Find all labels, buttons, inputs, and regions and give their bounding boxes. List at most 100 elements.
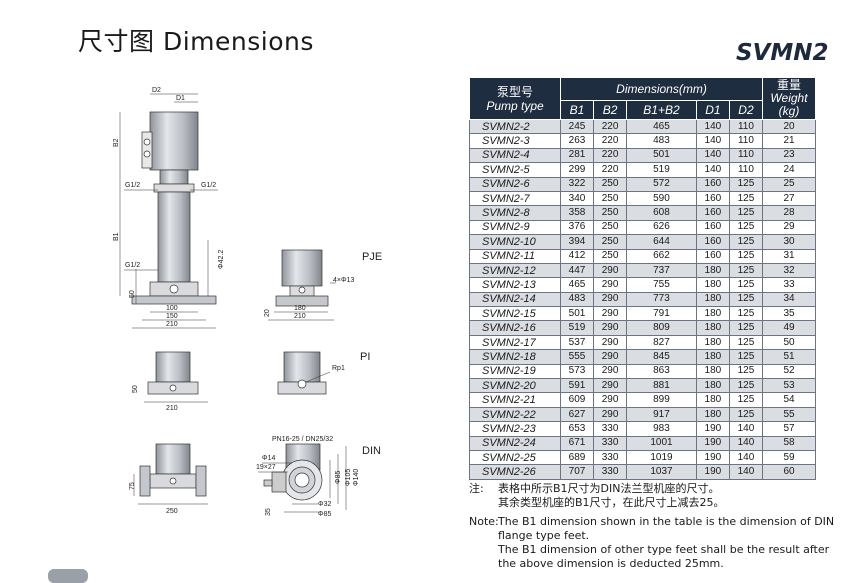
cell-b1b2: 1019 [626,449,697,466]
cell-b2: 330 [593,449,628,466]
dim-phi85-h: Φ85 [318,511,331,518]
cell-d2: 125 [728,277,764,293]
cell-d2: 125 [728,392,764,408]
cell-d2: 125 [728,378,764,394]
cell-b2: 250 [593,176,628,192]
dim-phi105: Φ105 [345,469,352,486]
cell-w: 29 [762,219,816,236]
dim-phi32: Φ32 [318,501,331,508]
dim-50b: 50 [132,385,139,393]
cell-b2: 290 [593,277,628,293]
cell-model: SVMN2-17 [469,334,561,351]
cell-b1: 609 [559,392,595,408]
cell-d2: 110 [728,133,764,149]
cell-w: 58 [762,435,816,451]
cell-model: SVMN2-10 [469,234,561,250]
cell-d1: 180 [695,291,730,308]
label-holes: 4×Φ13 [333,277,354,284]
cell-model: SVMN2-9 [469,219,561,236]
cell-d2: 110 [728,162,764,178]
dim-phi140: Φ140 [353,469,360,486]
header-dimensions: Dimensions(mm) [560,77,763,101]
cell-w: 30 [762,234,816,250]
cell-model: SVMN2-11 [469,248,561,264]
cell-d1: 180 [695,349,730,365]
cell-b1: 707 [559,464,595,480]
label-pn: PN16-25 / DN25/32 [272,436,333,443]
cell-b1b2: 809 [626,320,697,336]
dim-b2: B2 [113,138,120,147]
cell-w: 20 [762,118,816,135]
cell-b1b2: 827 [626,334,697,351]
cell-b1b2: 662 [626,248,697,264]
cell-d2: 110 [728,147,764,164]
label-pi: PI [360,351,370,363]
dim-phi14: Φ14 [262,455,275,462]
cell-d1: 160 [695,248,730,264]
cell-d2: 125 [728,219,764,236]
cell-b1b2: 773 [626,291,697,308]
cell-b1b2: 626 [626,219,697,236]
cell-b1: 591 [559,378,595,394]
cell-b1: 555 [559,349,595,365]
cell-w: 51 [762,349,816,365]
cell-d2: 140 [728,435,764,451]
header-b1: B1 [559,100,595,120]
cell-d2: 125 [728,406,764,423]
cell-b1: 519 [559,320,595,336]
cell-d2: 125 [728,205,764,221]
model-name: SVMN2 [736,40,829,66]
cell-model: SVMN2-2 [469,118,561,135]
dim-100: 100 [166,305,178,312]
cell-b2: 250 [593,219,628,236]
cell-model: SVMN2-20 [469,378,561,394]
cell-d2: 110 [728,118,764,135]
dim-phi42: Φ42.2 [218,250,225,269]
cell-b1: 501 [559,306,595,322]
cell-b1b2: 863 [626,363,697,380]
side-view [144,351,208,403]
cell-b1: 465 [559,277,595,293]
header-d1: D1 [695,100,730,120]
cell-model: SVMN2-18 [469,349,561,365]
cell-d1: 160 [695,205,730,221]
cell-b2: 290 [593,392,628,408]
cell-b1: 671 [559,435,595,451]
cell-b2: 290 [593,320,628,336]
cell-model: SVMN2-5 [469,162,561,178]
cell-d1: 140 [695,118,730,135]
dim-20: 20 [264,309,271,317]
cell-b1: 263 [559,133,595,149]
cell-b1: 573 [559,363,595,380]
cell-model: SVMN2-23 [469,421,561,437]
dim-150: 150 [166,313,178,320]
page-tab-decoration [48,569,88,583]
cell-d2: 125 [728,262,764,279]
cell-d2: 140 [728,449,764,466]
cell-d2: 125 [728,349,764,365]
note-cn-line1: 表格中所示B1尺寸为DIN法兰型机座的尺寸。 [498,482,720,495]
cell-b1: 653 [559,421,595,437]
cell-w: 60 [762,464,816,480]
header-pump-en: Pump type [486,98,544,113]
cell-d1: 190 [695,449,730,466]
cell-b2: 250 [593,248,628,264]
cell-w: 49 [762,320,816,336]
cell-model: SVMN2-26 [469,464,561,480]
cell-b2: 330 [593,435,628,451]
cell-d1: 140 [695,147,730,164]
cell-d1: 180 [695,320,730,336]
dimension-drawing: D2 D1 B2 B1 G1/2 G1/2 G1/2 Φ42.2 50 100 … [113,87,382,518]
header-d2: D2 [728,100,764,120]
label-g2: G1/2 [201,182,216,189]
cell-w: 54 [762,392,816,408]
